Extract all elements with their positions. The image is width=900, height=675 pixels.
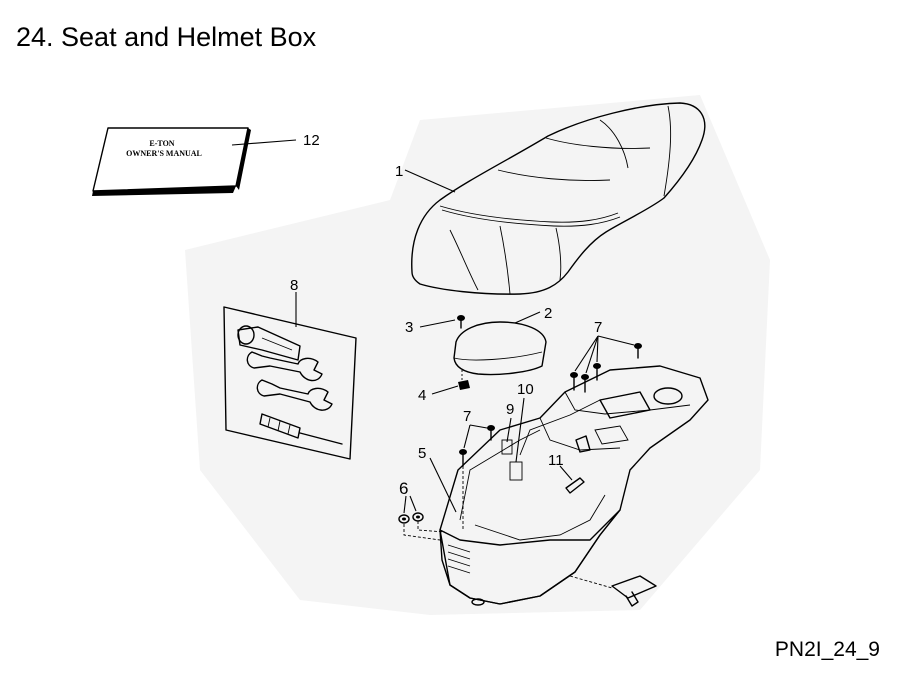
latch-bracket [569, 575, 657, 607]
leader-2 [514, 311, 541, 324]
screw-group-left [459, 425, 495, 530]
helmet-box [439, 365, 709, 606]
leader-6a [403, 495, 407, 514]
callout-11: 11 [548, 452, 564, 469]
leader-7a-4 [574, 335, 599, 372]
callout-4: 4 [418, 387, 426, 404]
leader-1 [404, 169, 456, 193]
background-shadow [185, 95, 770, 615]
leader-7a-3 [585, 335, 599, 374]
leader-7b-1 [469, 424, 488, 429]
leader-3 [419, 319, 456, 328]
leader-6b [409, 495, 417, 512]
screwdriver-icon [259, 413, 343, 445]
owners-manual: E-TON OWNER'S MANUAL [92, 127, 251, 196]
callout-3: 3 [405, 319, 413, 336]
callout-7a: 7 [594, 319, 602, 336]
callout-6: 6 [399, 479, 408, 498]
nut-pair [398, 512, 446, 541]
callout-9: 9 [506, 401, 514, 418]
callout-1: 1 [395, 163, 403, 180]
leader-5 [429, 457, 457, 513]
leader-10 [515, 397, 525, 463]
manual-label-brand: E-TON [149, 139, 174, 148]
callout-8: 8 [290, 277, 298, 294]
socket-icon [237, 325, 301, 361]
clip-part [458, 370, 470, 390]
callout-12: 12 [303, 132, 320, 149]
leader-12 [231, 139, 297, 146]
callout-2: 2 [544, 305, 552, 322]
vent-slots [447, 544, 471, 574]
leader-7a-1 [597, 335, 635, 346]
pin-part [565, 477, 585, 494]
cover-part [453, 321, 547, 376]
screw-group-right [570, 343, 642, 393]
page-title: 24. Seat and Helmet Box [16, 22, 317, 52]
callout-10: 10 [517, 381, 534, 398]
wrench-icon-2 [256, 379, 333, 411]
diagram-code: PN2I_24_9 [774, 638, 880, 661]
screw-part [457, 315, 465, 329]
tool-kit [223, 306, 357, 460]
leader-7b-2 [463, 424, 471, 449]
leader-7a-2 [596, 335, 599, 363]
wrench-icon [246, 351, 323, 382]
leader-11 [559, 465, 573, 481]
callout-7b: 7 [463, 408, 471, 425]
leader-4 [431, 385, 459, 395]
manual-label-title: OWNER'S MANUAL [126, 149, 202, 158]
leader-9 [506, 417, 512, 443]
callout-5: 5 [418, 445, 426, 462]
seat [411, 102, 706, 295]
